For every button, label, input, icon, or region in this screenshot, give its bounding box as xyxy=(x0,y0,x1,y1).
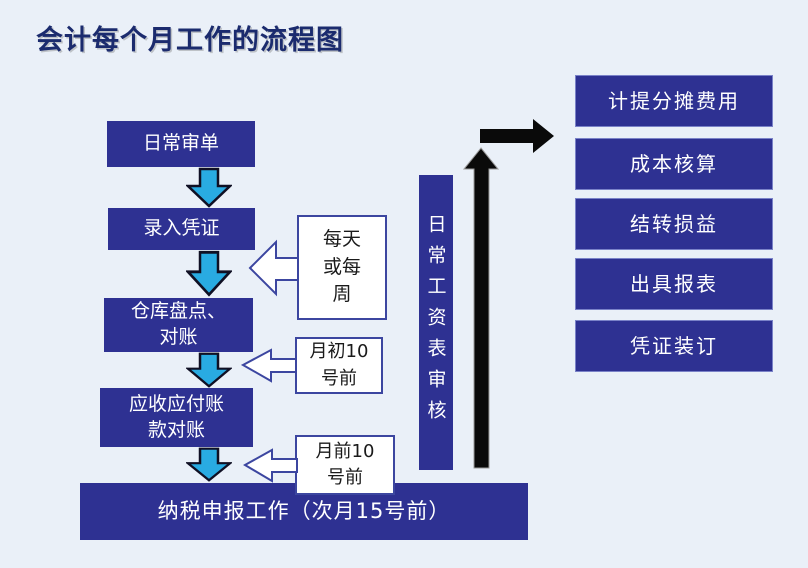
flow-step-voucher-entry: 录入凭证 xyxy=(108,208,255,250)
flow-step-warehouse-check: 仓库盘点、 对账 xyxy=(104,298,253,352)
flow-step-label: 纳税申报工作（次月15号前） xyxy=(157,499,451,524)
callout-left-arrow-icon xyxy=(243,448,298,483)
callout-before-month-10: 月前10 号前 xyxy=(295,435,395,495)
right-arrow-icon xyxy=(480,119,554,153)
down-arrow-icon xyxy=(186,250,232,297)
flow-step-daily-review: 日常审单 xyxy=(107,121,255,167)
callout-left-arrow-icon xyxy=(248,239,299,297)
flow-step-ar-ap-reconcile: 应收应付账 款对账 xyxy=(100,388,253,447)
flow-step-voucher-binding: 凭证装订 xyxy=(575,320,773,372)
flow-step-label: 结转损益 xyxy=(630,211,718,236)
callout-label: 每天 或每 周 xyxy=(322,228,361,306)
flow-step-label: 出具报表 xyxy=(630,271,718,296)
callout-month-start-10: 月初10 号前 xyxy=(295,337,383,394)
page-title: 会计每个月工作的流程图 xyxy=(36,25,344,56)
down-arrow-icon xyxy=(186,167,232,208)
flow-step-label: 日常审单 xyxy=(142,132,219,155)
callout-left-arrow-icon xyxy=(241,348,298,383)
down-arrow-icon xyxy=(186,447,232,482)
flow-step-label: 仓库盘点、 对账 xyxy=(130,300,226,348)
flow-step-label: 凭证装订 xyxy=(630,333,718,358)
up-arrow-icon xyxy=(462,147,500,469)
flow-step-issue-reports: 出具报表 xyxy=(575,258,773,310)
flow-step-payroll-review: 日常工资表审核 xyxy=(419,175,453,470)
flow-step-label: 计提分摊费用 xyxy=(608,88,740,113)
flow-step-accrue-expenses: 计提分摊费用 xyxy=(575,75,773,127)
callout-label: 月初10 号前 xyxy=(309,341,369,389)
down-arrow-icon xyxy=(186,352,232,388)
flow-step-carry-over-pl: 结转损益 xyxy=(575,198,773,250)
callout-daily-weekly: 每天 或每 周 xyxy=(297,215,387,320)
flow-step-label: 日常工资表审核 xyxy=(424,214,447,431)
flow-step-label: 应收应付账 款对账 xyxy=(128,392,224,441)
flow-step-label: 录入凭证 xyxy=(143,217,220,240)
flow-step-cost-accounting: 成本核算 xyxy=(575,138,773,190)
callout-label: 月前10 号前 xyxy=(315,440,375,488)
flow-step-label: 成本核算 xyxy=(630,151,718,176)
